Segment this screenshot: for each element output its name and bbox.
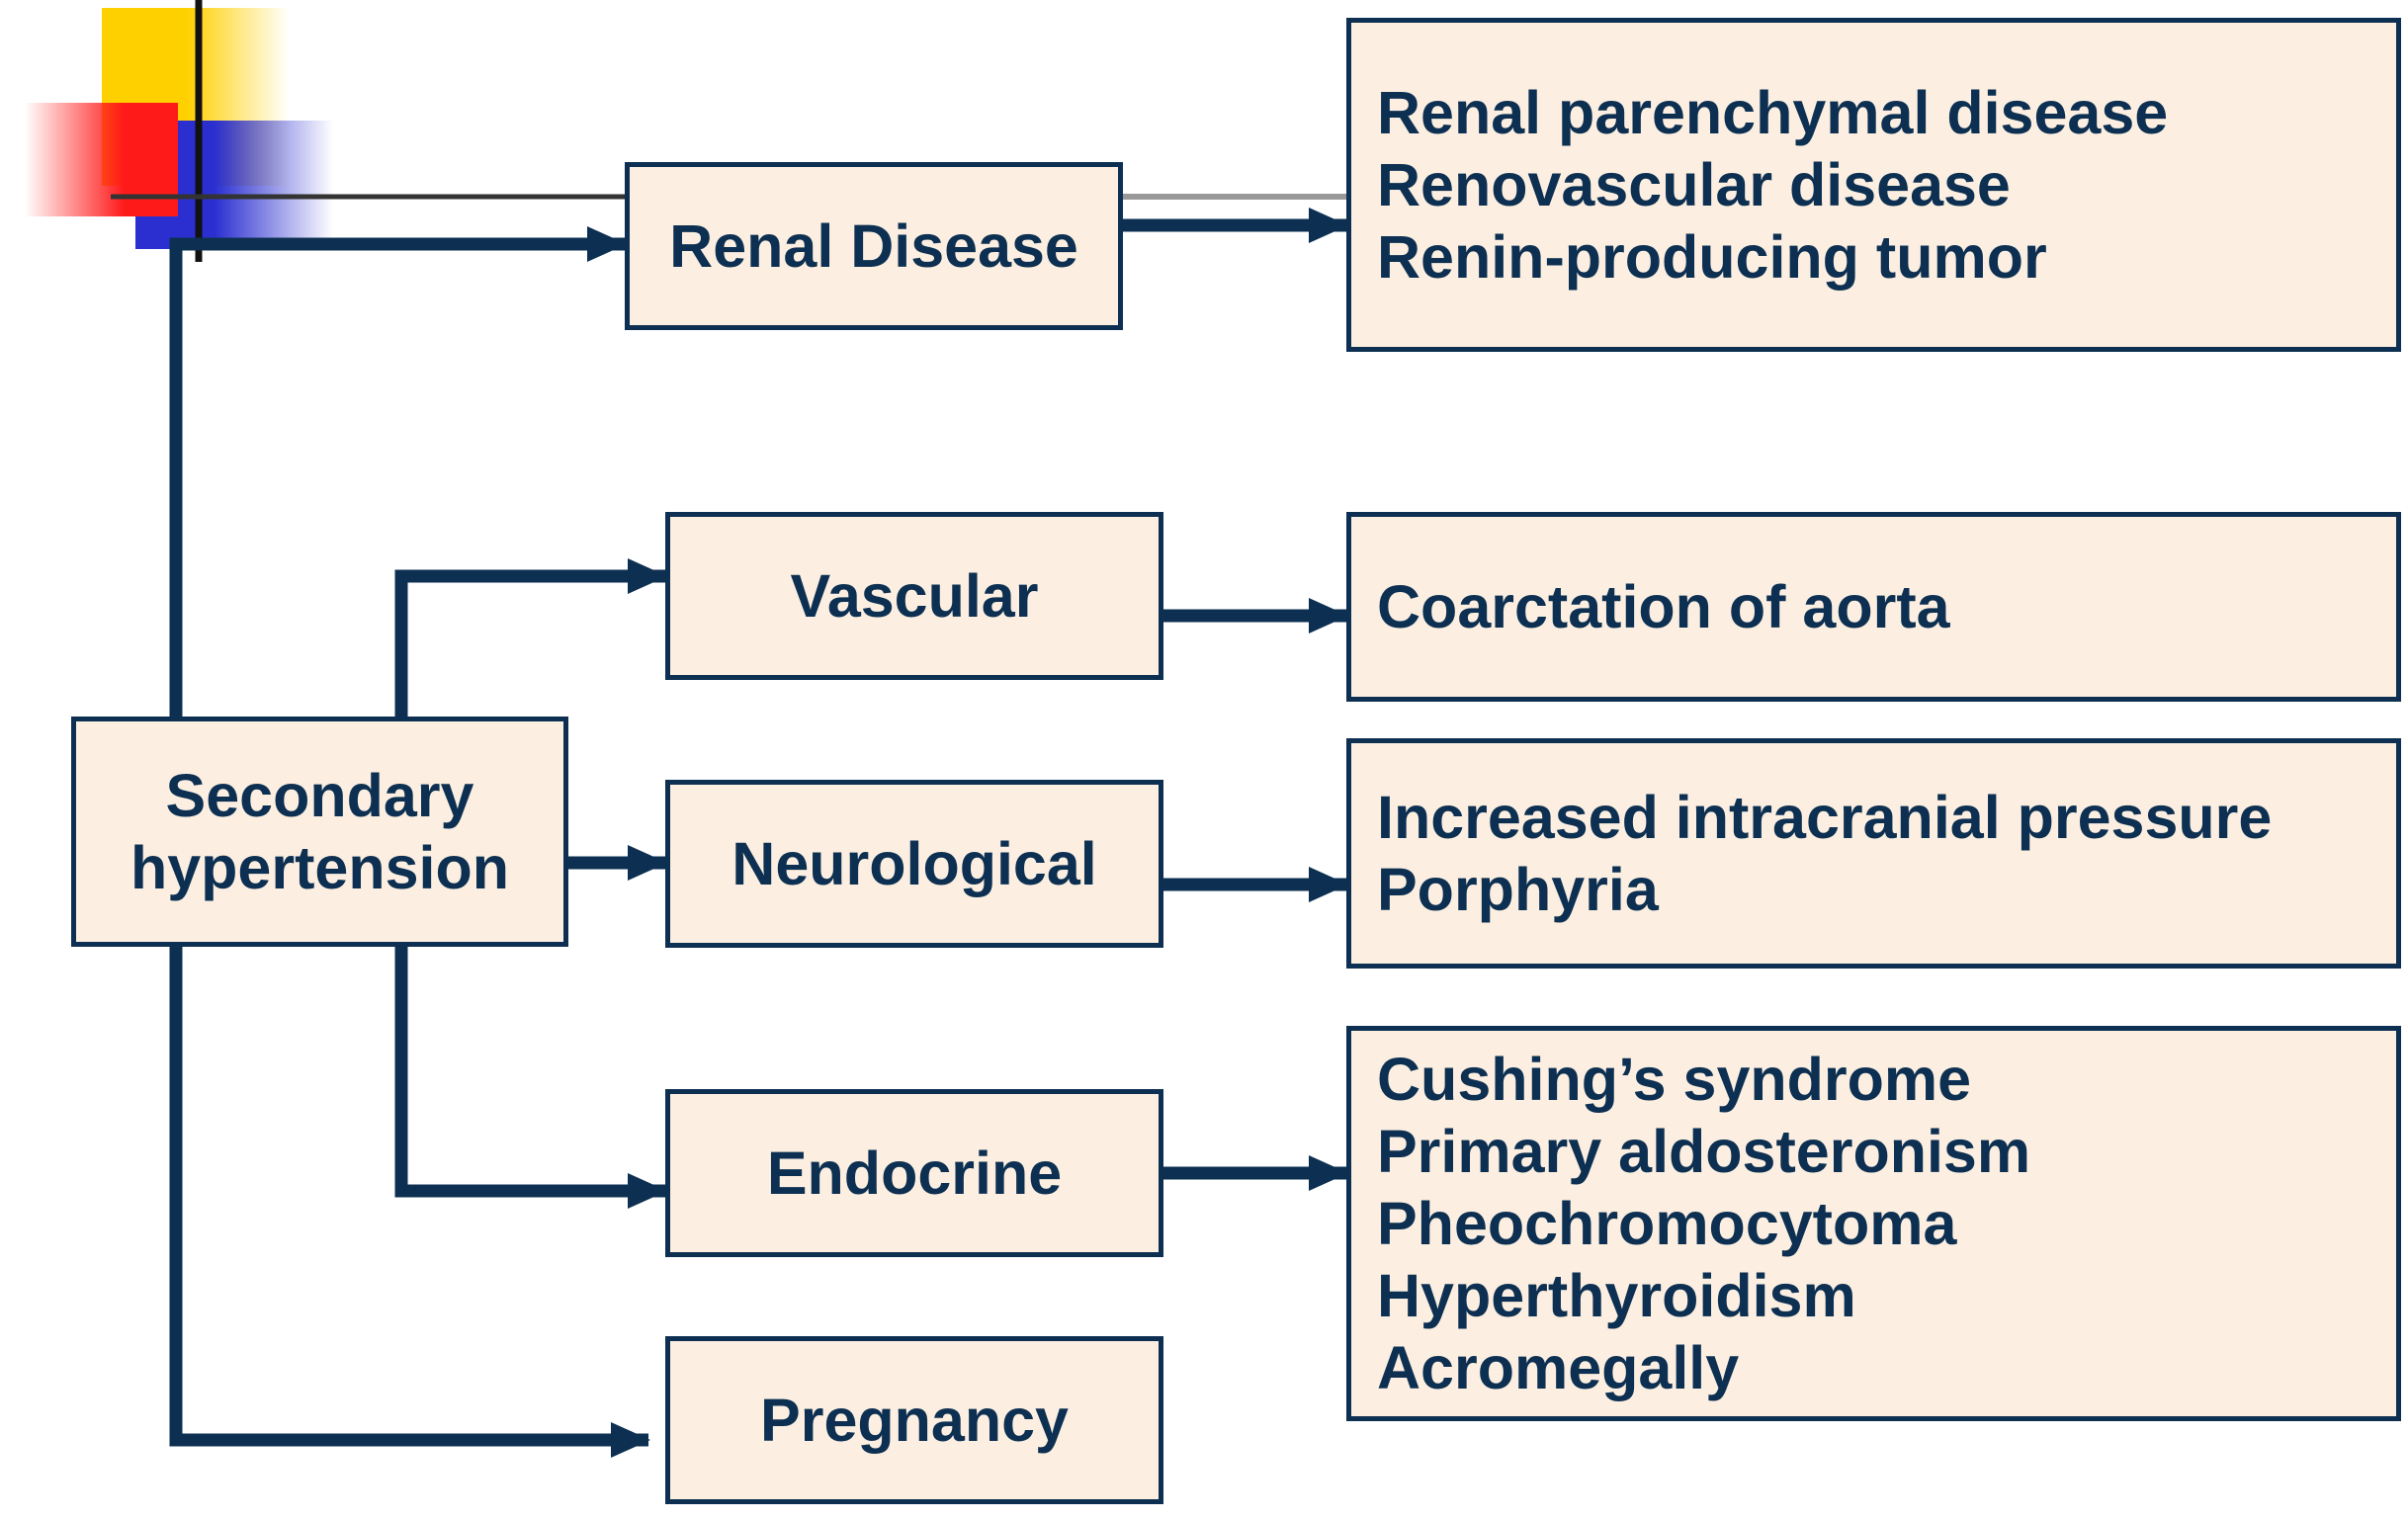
node-neurological: Neurological [665,780,1163,948]
node-renal-disease-label: Renal Disease [669,211,1078,280]
connector-root-to-endocrine [394,947,667,1209]
details-neurological-item: Porphyria [1377,855,1659,923]
connector-root-to-renal [169,226,627,717]
details-endocrine-item: Cushing’s syndrome [1377,1045,1972,1113]
details-endocrine-item: Hyperthyroidism [1377,1261,1856,1329]
details-neurological-item: Increased intracranial pressure [1377,783,2273,851]
node-endocrine: Endocrine [665,1089,1163,1257]
node-pregnancy-label: Pregnancy [760,1386,1069,1454]
node-secondary-hypertension-line-1: Secondary [165,761,474,829]
node-secondary-hypertension-line-2: hypertension [129,833,509,901]
details-neurological: Increased intracranial pressure Porphyri… [1346,738,2401,969]
node-secondary-hypertension: Secondary hypertension [71,717,568,947]
node-neurological-label: Neurological [731,829,1097,897]
node-vascular-label: Vascular [790,561,1039,630]
node-vascular: Vascular [665,512,1163,680]
details-vascular-item: Coarctation of aorta [1377,572,1950,640]
details-endocrine-item: Primary aldosteronism [1377,1117,2031,1185]
details-renal: Renal parenchymal disease Renovascular d… [1346,18,2401,352]
details-endocrine-item: Acromegally [1377,1333,1740,1401]
node-pregnancy: Pregnancy [665,1336,1163,1504]
details-renal-item: Renin-producing tumor [1377,222,2047,291]
details-endocrine-item: Pheochromocytoma [1377,1189,1957,1257]
details-renal-item: Renal parenchymal disease [1377,78,2169,146]
connector-root-to-pregnancy [169,947,650,1458]
node-endocrine-label: Endocrine [766,1139,1063,1207]
connector-root-to-vascular [394,558,667,717]
details-endocrine: Cushing’s syndrome Primary aldosteronism… [1346,1026,2401,1421]
node-renal-disease: Renal Disease [625,162,1123,330]
details-renal-item: Renovascular disease [1377,150,2011,218]
details-vascular: Coarctation of aorta [1346,512,2401,702]
